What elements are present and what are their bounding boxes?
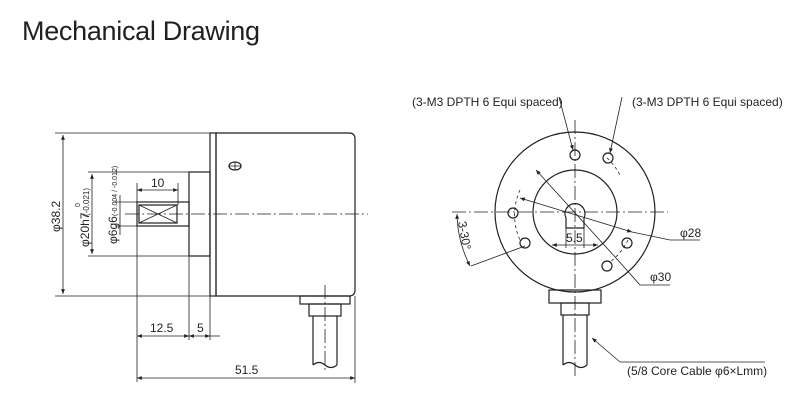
dim-hub-tol-upper: 0	[75, 203, 82, 207]
dim-shaft-offset: 12.5	[150, 321, 174, 335]
dim-hub-tol-lower: (-0.021)	[82, 188, 91, 216]
dim-shaft-tolerance: (-0.004 / -0.012)	[112, 166, 119, 216]
dim-pcd-outer: φ30	[650, 270, 671, 284]
flange	[209, 132, 217, 297]
dim-pcd-inner: φ28	[680, 226, 701, 240]
page-title: Mechanical Drawing	[22, 16, 260, 46]
dim-shaft-diameter: φ6g6	[106, 216, 120, 244]
dim-hub-diameter: φ20h7	[78, 212, 92, 247]
dim-hub-length: 5	[197, 321, 204, 335]
side-view: φ38.2 φ20h7 0 (-0.021) φ6g6 (-0.004 / -0…	[49, 132, 368, 383]
dim-angle: 3-30°	[455, 220, 474, 251]
mounting-holes	[507, 149, 633, 272]
cable-side	[299, 285, 351, 372]
hole-label-right: (3-M3 DPTH 6 Equi spaced)	[632, 95, 783, 109]
front-view: (3-M3 DPTH 6 Equi spaced) (3-M3 DPTH 6 E…	[412, 95, 783, 378]
cable-label: (5/8 Core Cable φ6×Lmm)	[627, 364, 767, 378]
dim-body-diameter: φ38.2	[49, 201, 63, 232]
encoder-body	[215, 132, 356, 297]
screw-icon	[228, 161, 242, 171]
hole-label-left: (3-M3 DPTH 6 Equi spaced)	[412, 95, 563, 109]
dim-flat: 5.5	[566, 231, 583, 245]
cable-front	[548, 289, 602, 369]
dim-total-length: 51.5	[235, 363, 259, 377]
dim-shaft-length: 10	[151, 176, 165, 190]
